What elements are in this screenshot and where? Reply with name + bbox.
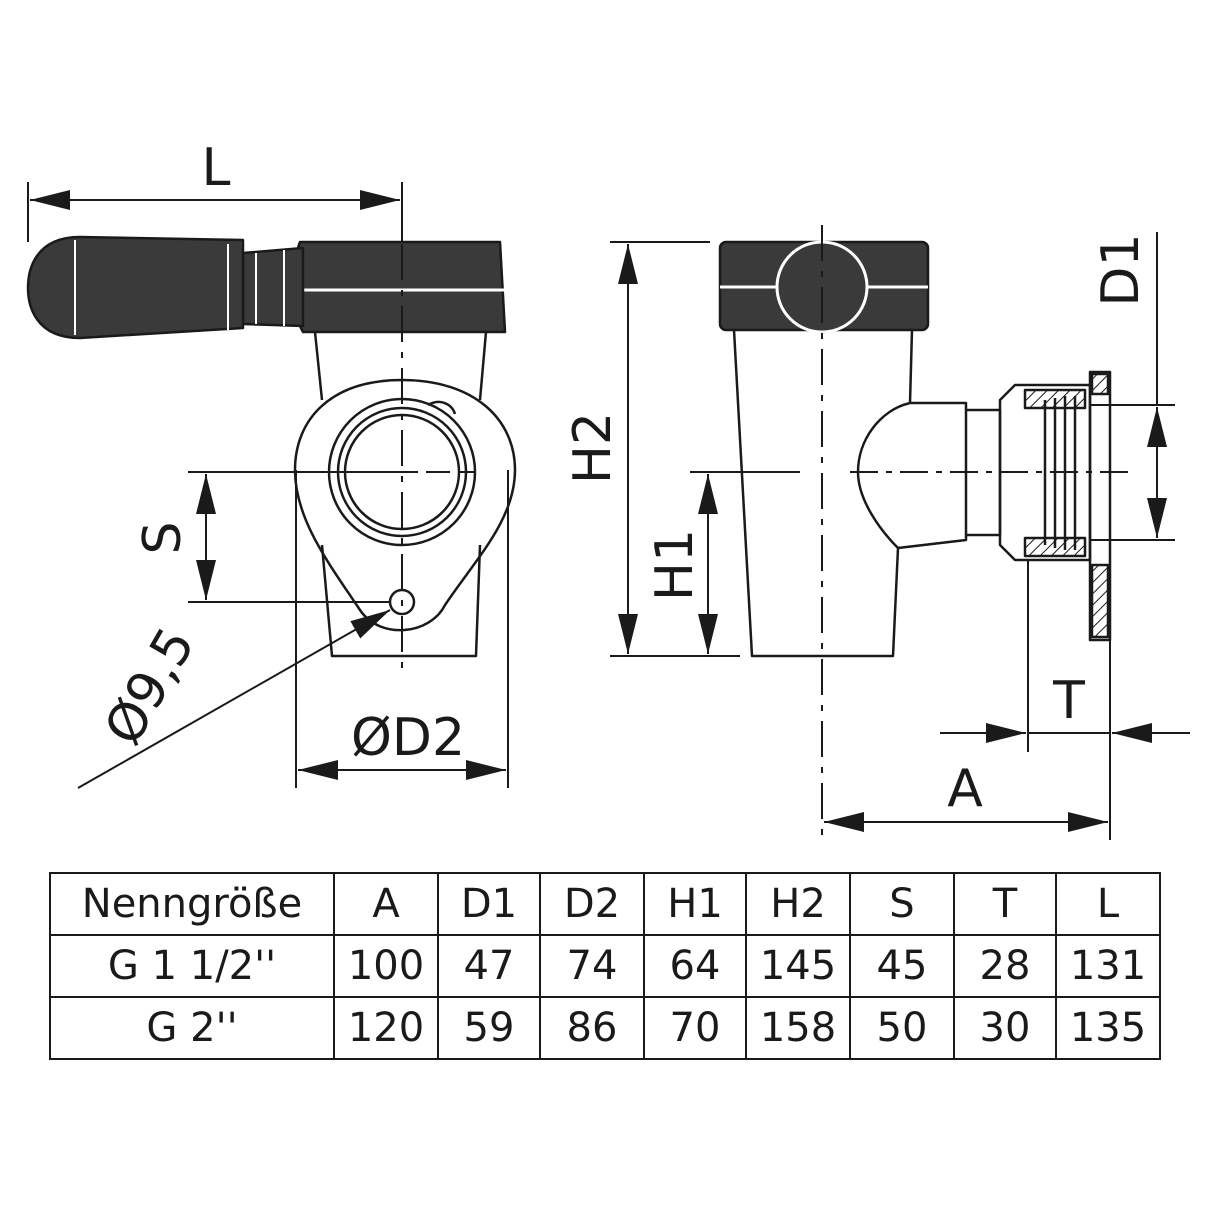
table-cell: 64 bbox=[643, 934, 747, 998]
header-H1: H1 bbox=[643, 872, 747, 936]
table-cell: 70 bbox=[643, 996, 747, 1060]
table-cell: 45 bbox=[849, 934, 955, 998]
table-cell: 50 bbox=[849, 996, 955, 1060]
label-T: T bbox=[1052, 671, 1085, 731]
header-L: L bbox=[1055, 872, 1161, 936]
label-L: L bbox=[202, 138, 231, 198]
table-cell: 120 bbox=[333, 996, 439, 1060]
front-view bbox=[26, 182, 517, 789]
table-cell: 131 bbox=[1055, 934, 1161, 998]
lever-hub bbox=[292, 240, 507, 334]
header-nenngroesse: Nenngröße bbox=[49, 872, 335, 936]
label-A: A bbox=[947, 759, 983, 819]
label-D2: ØD2 bbox=[351, 708, 465, 768]
table-cell: 30 bbox=[953, 996, 1057, 1060]
header-A: A bbox=[333, 872, 439, 936]
side-view bbox=[610, 225, 1190, 840]
lever-grip bbox=[26, 235, 245, 340]
front-flange bbox=[293, 378, 517, 632]
table-header-row: Nenngröße A D1 D2 H1 H2 S T L bbox=[49, 872, 1161, 936]
header-T: T bbox=[953, 872, 1057, 936]
technical-drawing: L S ØD2 Ø9,5 H2 H1 D1 T A bbox=[26, 138, 1190, 840]
outlet-lip bbox=[427, 400, 457, 415]
table-cell: 135 bbox=[1055, 996, 1161, 1060]
dimension-table: Nenngröße A D1 D2 H1 H2 S T L G 1 1/2'' … bbox=[49, 872, 1161, 1060]
table-cell: 47 bbox=[437, 934, 541, 998]
label-H2: H2 bbox=[563, 412, 623, 484]
table-row: G 2'' 120 59 86 70 158 50 30 135 bbox=[49, 996, 1161, 1060]
table-cell: 74 bbox=[539, 934, 645, 998]
table-cell: 145 bbox=[745, 934, 851, 998]
header-H2: H2 bbox=[745, 872, 851, 936]
table-cell: 59 bbox=[437, 996, 541, 1060]
table-cell: 86 bbox=[539, 996, 645, 1060]
label-H1: H1 bbox=[645, 529, 705, 601]
table-cell: G 2'' bbox=[49, 996, 335, 1060]
table-cell: 158 bbox=[745, 996, 851, 1060]
front-body-outline bbox=[313, 331, 488, 658]
table-row: G 1 1/2'' 100 47 74 64 145 45 28 131 bbox=[49, 934, 1161, 998]
label-phi95: Ø9,5 bbox=[93, 618, 207, 755]
header-D2: D2 bbox=[539, 872, 645, 936]
table-cell: 28 bbox=[953, 934, 1057, 998]
hole-leader bbox=[77, 609, 391, 789]
table-cell: G 1 1/2'' bbox=[49, 934, 335, 998]
table-cell: 100 bbox=[333, 934, 439, 998]
header-S: S bbox=[849, 872, 955, 936]
lever-neck bbox=[241, 246, 305, 328]
header-D1: D1 bbox=[437, 872, 541, 936]
label-S: S bbox=[133, 521, 193, 554]
side-outlet-top bbox=[897, 401, 968, 550]
label-D1: D1 bbox=[1091, 233, 1151, 306]
